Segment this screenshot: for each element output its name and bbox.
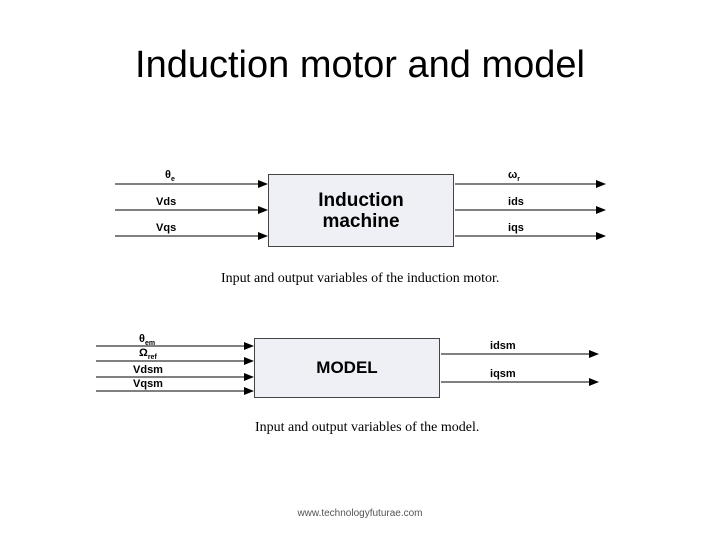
- d1-output-label-ids: ids: [508, 196, 524, 208]
- d1-caption: Input and output variables of the induct…: [221, 271, 500, 286]
- model-block: MODEL: [254, 338, 440, 398]
- d2-output-label-idsm: idsm: [490, 340, 516, 352]
- d2-input-label-theta: θem: [139, 333, 156, 348]
- d2-input-label-omega-ref: Ωref: [139, 347, 157, 362]
- d1-output-label-omega: ωr: [508, 169, 521, 184]
- d2-input-label-vqsm: Vqsm: [133, 378, 163, 390]
- induction-machine-label-line1: Induction: [318, 189, 404, 211]
- d1-input-label-theta: θe: [165, 169, 175, 184]
- d1-output-label-iqs: iqs: [508, 222, 524, 234]
- d2-output-label-iqsm: iqsm: [490, 368, 516, 380]
- d2-caption: Input and output variables of the model.: [255, 420, 480, 435]
- footer-url: www.technologyfuturae.com: [297, 508, 423, 519]
- d1-input-label-vqs: Vqs: [156, 222, 177, 234]
- induction-machine-block: Induction machine: [268, 174, 454, 247]
- model-block-label: MODEL: [316, 358, 378, 377]
- induction-machine-label-line2: machine: [322, 210, 400, 232]
- d1-input-label-vds: Vds: [156, 196, 177, 208]
- d2-input-label-vdsm: Vdsm: [133, 364, 163, 376]
- slide-title: Induction motor and model: [135, 44, 585, 86]
